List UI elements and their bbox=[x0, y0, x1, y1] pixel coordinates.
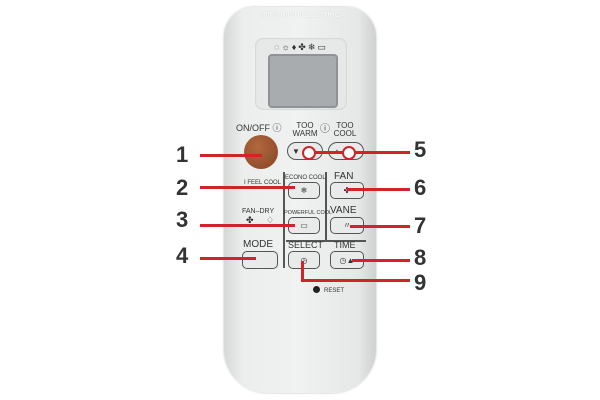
callout-dot-5b bbox=[342, 146, 356, 160]
on-off-label: ON/OFF ⓘ bbox=[236, 123, 282, 133]
powerful-cool-button[interactable]: ▭ bbox=[288, 217, 320, 234]
vane-label: VANE bbox=[330, 205, 357, 216]
callout-line-8 bbox=[352, 259, 410, 262]
select-label: SELECT bbox=[288, 240, 324, 250]
callout-4: 4 bbox=[176, 243, 189, 268]
fan-label: FAN bbox=[334, 171, 354, 182]
divider bbox=[283, 172, 285, 268]
callout-line-4 bbox=[200, 257, 256, 260]
callout-line-2 bbox=[200, 186, 295, 189]
callout-dot-5a bbox=[302, 146, 316, 160]
mode-icons: ◌☼♦✤❄▭ bbox=[274, 42, 328, 52]
brand-logo: MITSUBISHI ELECTRIC bbox=[259, 12, 341, 19]
callout-6: 6 bbox=[414, 175, 427, 200]
callout-9: 9 bbox=[414, 270, 427, 295]
callout-7: 7 bbox=[414, 213, 427, 238]
callout-2: 2 bbox=[176, 175, 189, 200]
fan-dry-label: FAN–DRY bbox=[242, 208, 275, 215]
callout-line-1 bbox=[200, 154, 262, 157]
info-icon: ⓘ bbox=[320, 124, 330, 135]
mode-label: MODE bbox=[243, 239, 273, 250]
divider bbox=[286, 240, 366, 242]
fan-icon: ✤ bbox=[246, 215, 254, 225]
cool-label: COOL bbox=[264, 180, 282, 186]
econo-cool-label: ECONO COOL bbox=[285, 175, 326, 181]
callout-line-6 bbox=[347, 188, 410, 191]
powerful-cool-label: POWERFUL COOL bbox=[284, 210, 333, 216]
too-warm-label: TOO WARM bbox=[292, 121, 318, 138]
lcd-screen bbox=[268, 54, 338, 108]
callout-1: 1 bbox=[176, 142, 189, 167]
i-feel-label: I FEEL bbox=[244, 180, 263, 186]
callout-line-5 bbox=[308, 151, 410, 154]
time-label: TIME bbox=[334, 240, 356, 250]
on-off-button[interactable] bbox=[244, 135, 278, 169]
vane-button[interactable]: 〃 bbox=[330, 217, 364, 234]
callout-3: 3 bbox=[176, 207, 189, 232]
too-cool-label: TOO COOL bbox=[333, 121, 357, 138]
callout-5: 5 bbox=[414, 137, 427, 162]
reset-button[interactable] bbox=[313, 286, 320, 293]
callout-8: 8 bbox=[414, 245, 427, 270]
callout-line-9 bbox=[301, 279, 410, 282]
select-button[interactable]: ◷ bbox=[288, 251, 320, 269]
callout-line-3 bbox=[200, 224, 295, 227]
mode-button[interactable] bbox=[242, 251, 278, 269]
callout-line-9-vertical bbox=[301, 261, 304, 281]
econo-cool-button[interactable]: ❄ bbox=[288, 182, 320, 199]
dry-drop-icon: ♢ bbox=[266, 215, 275, 225]
callout-line-7 bbox=[350, 225, 410, 228]
reset-label: RESET bbox=[324, 288, 345, 294]
fan-button[interactable]: ✤ bbox=[330, 182, 364, 199]
divider bbox=[325, 172, 327, 242]
